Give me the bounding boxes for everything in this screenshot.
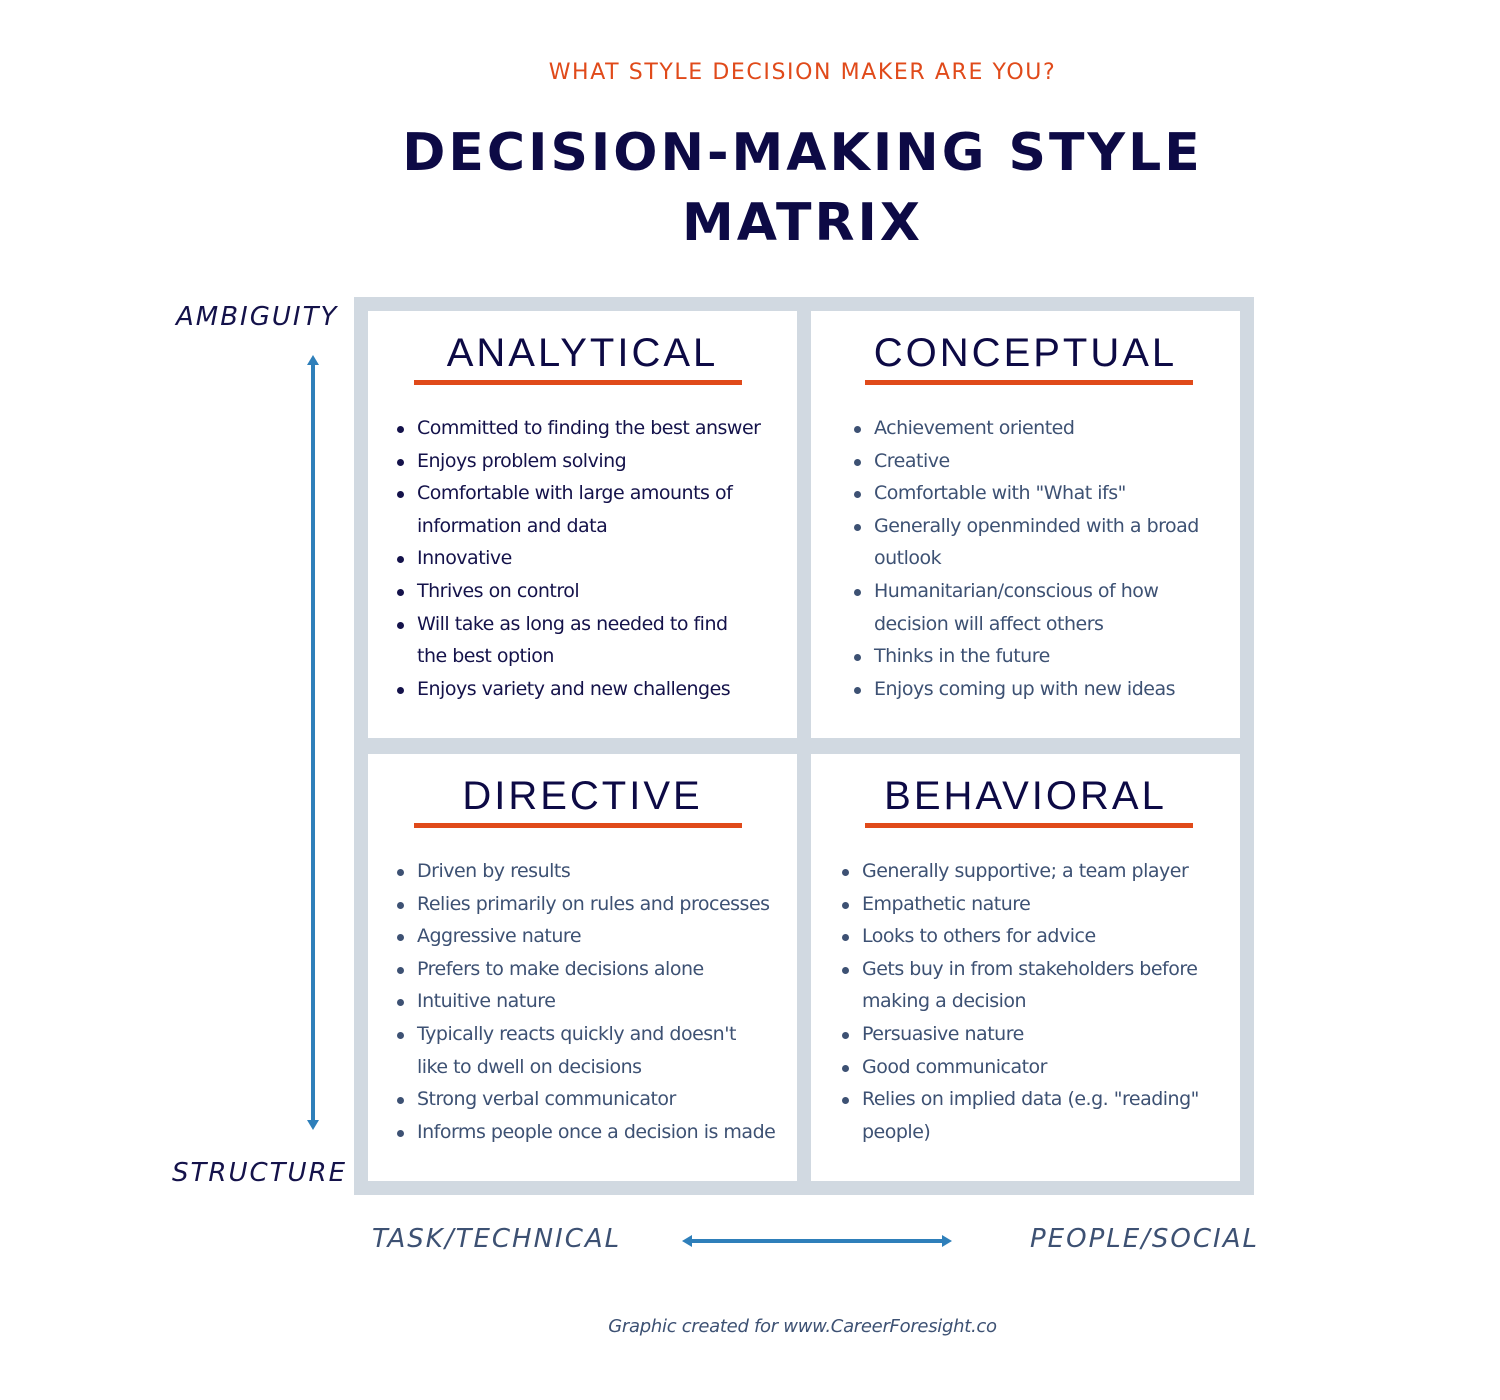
list-item: Innovative <box>396 542 789 575</box>
trait-list: Generally supportive; a team player Empa… <box>841 855 1232 1148</box>
axis-label-people-social: PEOPLE/SOCIAL <box>1030 1224 1259 1254</box>
list-item: Intuitive nature <box>396 985 789 1018</box>
list-item: Aggressive nature <box>396 920 789 953</box>
quadrant-title: CONCEPTUAL <box>873 331 1178 375</box>
trait-list: Driven by results Relies primarily on ru… <box>396 855 789 1148</box>
list-item: Generally openminded with a broad outloo… <box>853 510 1223 575</box>
list-item: Driven by results <box>396 855 789 888</box>
list-item: Enjoys coming up with new ideas <box>853 673 1232 706</box>
list-item: Committed to finding the best answer <box>396 412 789 445</box>
list-item: Looks to others for advice <box>841 920 1232 953</box>
list-item: Empathetic nature <box>841 888 1232 921</box>
horizontal-double-arrow-icon <box>682 1235 952 1247</box>
list-item: Relies primarily on rules and processes <box>396 888 789 921</box>
quadrant-behavioral: BEHAVIORAL Generally supportive; a team … <box>811 754 1240 1181</box>
list-item: Thinks in the future <box>853 640 1232 673</box>
list-item: Comfortable with large amounts of inform… <box>396 477 741 542</box>
title-underline <box>865 380 1193 385</box>
title-underline <box>414 823 742 828</box>
axis-label-ambiguity: AMBIGUITY <box>176 302 339 332</box>
axis-label-task-technical: TASK/TECHNICAL <box>372 1224 622 1254</box>
quadrant-conceptual: CONCEPTUAL Achievement oriented Creative… <box>811 311 1240 738</box>
trait-list: Achievement oriented Creative Comfortabl… <box>853 412 1232 705</box>
quadrant-analytical: ANALYTICAL Committed to finding the best… <box>368 311 797 738</box>
list-item: Prefers to make decisions alone <box>396 953 789 986</box>
list-item: Comfortable with "What ifs" <box>853 477 1232 510</box>
quadrant-directive: DIRECTIVE Driven by results Relies prima… <box>368 754 797 1181</box>
list-item: Achievement oriented <box>853 412 1232 445</box>
list-item: Persuasive nature <box>841 1018 1232 1051</box>
list-item: Enjoys problem solving <box>396 445 789 478</box>
list-item: Enjoys variety and new challenges <box>396 673 789 706</box>
vertical-double-arrow-icon <box>307 355 319 1130</box>
list-item: Creative <box>853 445 1232 478</box>
quadrant-title: ANALYTICAL <box>446 331 719 375</box>
list-item: Strong verbal communicator <box>396 1083 789 1116</box>
list-item: Typically reacts quickly and doesn't lik… <box>396 1018 741 1083</box>
list-item: Will take as long as needed to find the … <box>396 608 741 673</box>
page-title: DECISION-MAKING STYLE MATRIX <box>0 118 1500 258</box>
axis-label-structure: STRUCTURE <box>172 1158 348 1188</box>
title-underline <box>414 380 742 385</box>
list-item: Relies on implied data (e.g. "reading" p… <box>841 1083 1211 1148</box>
list-item: Humanitarian/conscious of how decision w… <box>853 575 1183 640</box>
list-item: Gets buy in from stakeholders before mak… <box>841 953 1216 1018</box>
list-item: Good communicator <box>841 1051 1232 1084</box>
title-line-1: DECISION-MAKING STYLE <box>402 123 1203 183</box>
list-item: Generally supportive; a team player <box>841 855 1232 888</box>
quadrant-title: DIRECTIVE <box>462 774 703 818</box>
list-item: Informs people once a decision is made <box>396 1116 789 1149</box>
trait-list: Committed to finding the best answer Enj… <box>396 412 789 705</box>
footer-credit: Graphic created for www.CareerForesight.… <box>608 1316 997 1337</box>
list-item: Thrives on control <box>396 575 789 608</box>
quadrant-title: BEHAVIORAL <box>884 774 1167 818</box>
subtitle: WHAT STYLE DECISION MAKER ARE YOU? <box>548 60 1057 85</box>
title-line-2: MATRIX <box>682 193 923 253</box>
title-underline <box>865 823 1193 828</box>
